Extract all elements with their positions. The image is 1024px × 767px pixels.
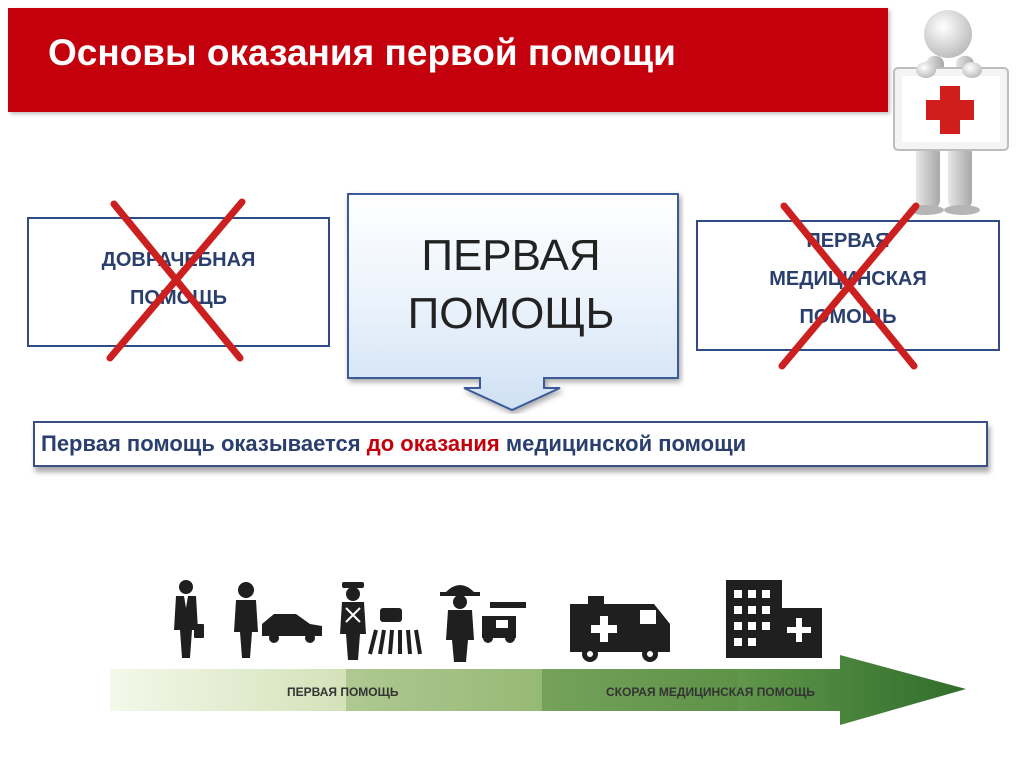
statement-part2: медицинской помощи (500, 431, 746, 456)
page-title: Основы оказания первой помощи (48, 32, 676, 74)
first-aid-center-line2: ПОМОЩЬ (356, 285, 666, 343)
timeline-first-aid-label: ПЕРВАЯ ПОМОЩЬ (287, 685, 398, 699)
statement-part1: Первая помощь оказывается (41, 431, 367, 456)
pictogram-row (170, 578, 870, 662)
firefighter-icon (440, 585, 526, 662)
first-aid-center-line1: ПЕРВАЯ (356, 227, 666, 285)
timeline-emergency-label: СКОРАЯ МЕДИЦИНСКАЯ ПОМОЩЬ (606, 685, 815, 699)
figure-with-first-aid-sign-icon (886, 4, 1016, 216)
ambulance-icon (570, 596, 670, 662)
timeline-arrow (110, 655, 970, 729)
hospital-icon (726, 580, 822, 658)
first-aid-center-label: ПЕРВАЯ ПОМОЩЬ (356, 227, 666, 343)
traffic-police-icon (340, 582, 420, 660)
person-with-car-icon (234, 582, 322, 658)
statement-highlight: до оказания (367, 431, 500, 456)
statement-box: Первая помощь оказывается до оказания ме… (33, 421, 988, 467)
statement-text: Первая помощь оказывается до оказания ме… (41, 431, 746, 457)
businessman-icon (174, 580, 204, 658)
title-bar: Основы оказания первой помощи (8, 8, 888, 112)
cross-out-right-icon (774, 198, 922, 374)
cross-out-left-icon (102, 196, 250, 364)
